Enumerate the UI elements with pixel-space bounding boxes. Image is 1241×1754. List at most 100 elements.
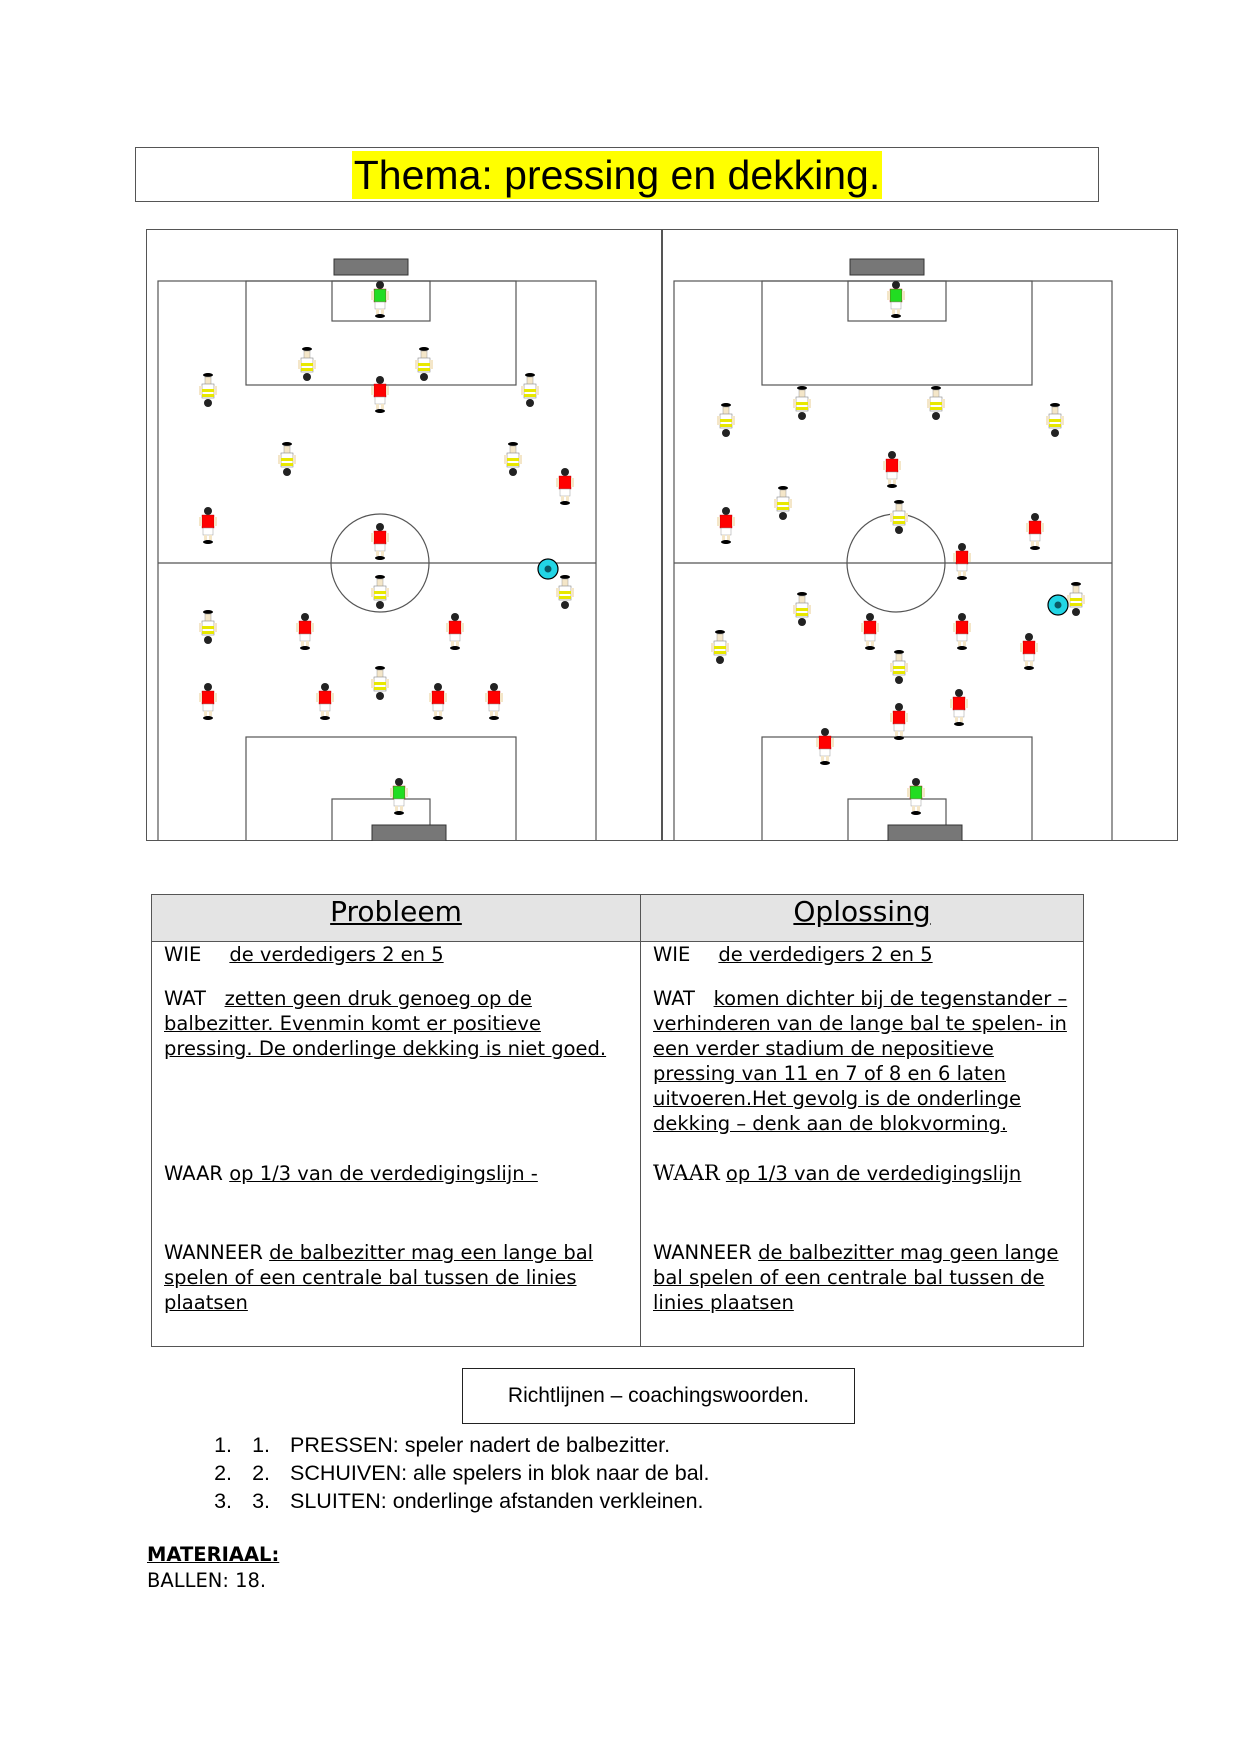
opponent-player xyxy=(371,575,389,609)
penalty-area-bottom-left xyxy=(245,736,517,841)
problem-wie-value: de verdedigers 2 en 5 xyxy=(229,943,444,966)
guideline-inner-number: 2. xyxy=(252,1461,270,1485)
goal-bottom-left xyxy=(371,824,447,841)
guideline-outer-number: 1. xyxy=(214,1433,232,1457)
opponent-player xyxy=(298,347,316,381)
solution-wat-label: WAT xyxy=(653,987,695,1010)
problem-wanneer: WANNEER de balbezitter mag een lange bal… xyxy=(164,1240,632,1315)
goalkeeper xyxy=(887,281,905,318)
guidelines-list: 1. 1. PRESSEN: speler nadert de balbezitte… xyxy=(196,1431,709,1515)
team-player xyxy=(429,683,447,720)
team-player xyxy=(485,683,503,720)
goalkeeper xyxy=(907,778,925,815)
goal-area-bottom-right xyxy=(847,798,947,841)
diagram-panel-right xyxy=(662,229,1178,841)
team-player xyxy=(950,689,968,726)
team-player xyxy=(371,523,389,560)
problem-waar-value: op 1/3 van de verdedigingslijn - xyxy=(229,1162,538,1185)
guideline-inner-number: 3. xyxy=(252,1489,270,1513)
opponent-player xyxy=(890,650,908,684)
solution-wanneer: WANNEER de balbezitter mag geen lange ba… xyxy=(653,1240,1075,1315)
team-player xyxy=(861,613,879,650)
team-player xyxy=(371,376,389,413)
solution-wie-value: de verdedigers 2 en 5 xyxy=(718,943,933,966)
problem-wie: WIE de verdedigers 2 en 5 xyxy=(164,942,632,967)
problem-waar: WAAR op 1/3 van de verdedigingslijn - xyxy=(164,1161,632,1186)
opponent-player xyxy=(415,347,433,381)
opponent-player xyxy=(556,575,574,609)
team-player xyxy=(199,507,217,544)
solution-wanneer-value: de balbezitter mag geen lange bal spelen… xyxy=(653,1241,1059,1314)
team-player xyxy=(446,613,464,650)
problem-header: Probleem xyxy=(151,894,641,942)
guideline-item: 3.3.SLUITEN: onderlinge afstanden verkle… xyxy=(196,1487,709,1515)
problem-waar-label: WAAR xyxy=(164,1162,223,1185)
team-player xyxy=(1020,633,1038,670)
opponent-player xyxy=(278,442,296,476)
opponent-player xyxy=(793,386,811,420)
goal-bottom-right xyxy=(887,824,963,841)
opponent-player xyxy=(371,666,389,700)
goalkeeper xyxy=(390,778,408,815)
goal-area-top-right xyxy=(847,280,947,322)
team-player xyxy=(953,543,971,580)
goal-area-bottom-left xyxy=(331,798,431,841)
guidelines-title: Richtlijnen – coachingswoorden. xyxy=(507,1384,810,1407)
opponent-player xyxy=(890,500,908,534)
problem-cell: WIE de verdedigers 2 en 5 WAT zetten geen… xyxy=(151,941,641,1347)
solution-wanneer-label: WANNEER xyxy=(653,1241,752,1264)
solution-header: Oplossing xyxy=(640,894,1084,942)
problem-solution-table: Probleem Oplossing WIE de verdedigers 2 e… xyxy=(151,894,1084,1347)
opponent-player xyxy=(711,630,729,664)
problem-wat-label: WAT xyxy=(164,987,206,1010)
page-title: Thema: pressing en dekking. xyxy=(351,151,883,199)
guideline-text: SCHUIVEN: alle spelers in blok naar de b… xyxy=(290,1461,710,1485)
opponent-player xyxy=(717,403,735,437)
guideline-outer-number: 3. xyxy=(214,1489,232,1513)
problem-wanneer-value: de balbezitter mag een lange bal spelen … xyxy=(164,1241,594,1314)
team-player xyxy=(717,507,735,544)
ball-icon-patch xyxy=(544,565,552,573)
title-box: Thema: pressing en dekking. xyxy=(135,147,1099,202)
opponent-player xyxy=(504,442,522,476)
opponent-player xyxy=(774,486,792,520)
goal-top-right xyxy=(849,258,925,276)
guideline-item: 2. 2. SCHUIVEN: alle spelers in blok naar … xyxy=(196,1459,709,1487)
team-player xyxy=(1026,513,1044,550)
solution-wat: WAT komen dichter bij de tegenstander – … xyxy=(653,986,1075,1136)
ball-icon-patch xyxy=(1054,601,1062,609)
guidelines-box: Richtlijnen – coachingswoorden. xyxy=(462,1368,855,1424)
problem-wanneer-label: WANNEER xyxy=(164,1241,263,1264)
opponent-player xyxy=(927,386,945,420)
team-player xyxy=(199,683,217,720)
diagram-panel-left xyxy=(146,229,662,841)
opponent-player xyxy=(1067,582,1085,616)
problem-wat: WAT zetten geen druk genoeg op de balbez… xyxy=(164,986,632,1061)
team-player xyxy=(296,613,314,650)
problem-wie-label: WIE xyxy=(164,943,202,966)
team-player xyxy=(316,683,334,720)
guideline-outer-number: 2. xyxy=(214,1461,232,1485)
team-player xyxy=(890,703,908,740)
guideline-item: 1. 1. PRESSEN: speler nadert de balbezitte… xyxy=(196,1431,709,1459)
opponent-player xyxy=(521,373,539,407)
solution-waar-label: WAAR xyxy=(653,1161,720,1185)
material-section: MATERIAAL: BALLEN: 18. xyxy=(147,1542,279,1594)
goalkeeper xyxy=(371,281,389,318)
team-player xyxy=(953,613,971,650)
opponent-player xyxy=(199,610,217,644)
opponent-player xyxy=(1046,403,1064,437)
problem-wat-value: zetten geen druk genoeg op de balbezitte… xyxy=(164,987,607,1060)
solution-wat-value: komen dichter bij de tegenstander – verh… xyxy=(653,987,1068,1135)
guideline-text: PRESSEN: speler nadert de balbezitter. xyxy=(290,1433,671,1457)
opponent-player xyxy=(199,373,217,407)
opponent-player xyxy=(793,592,811,626)
solution-waar: WAAR op 1/3 van de verdedigingslijn xyxy=(653,1161,1075,1186)
goal-area-top-left xyxy=(331,280,431,322)
goal-top-left xyxy=(333,258,409,276)
center-circle-left xyxy=(330,513,430,613)
pitch-diagrams xyxy=(146,229,1178,841)
guideline-inner-number: 1. xyxy=(252,1433,270,1457)
solution-waar-value: op 1/3 van de verdedigingslijn xyxy=(725,1162,1022,1185)
